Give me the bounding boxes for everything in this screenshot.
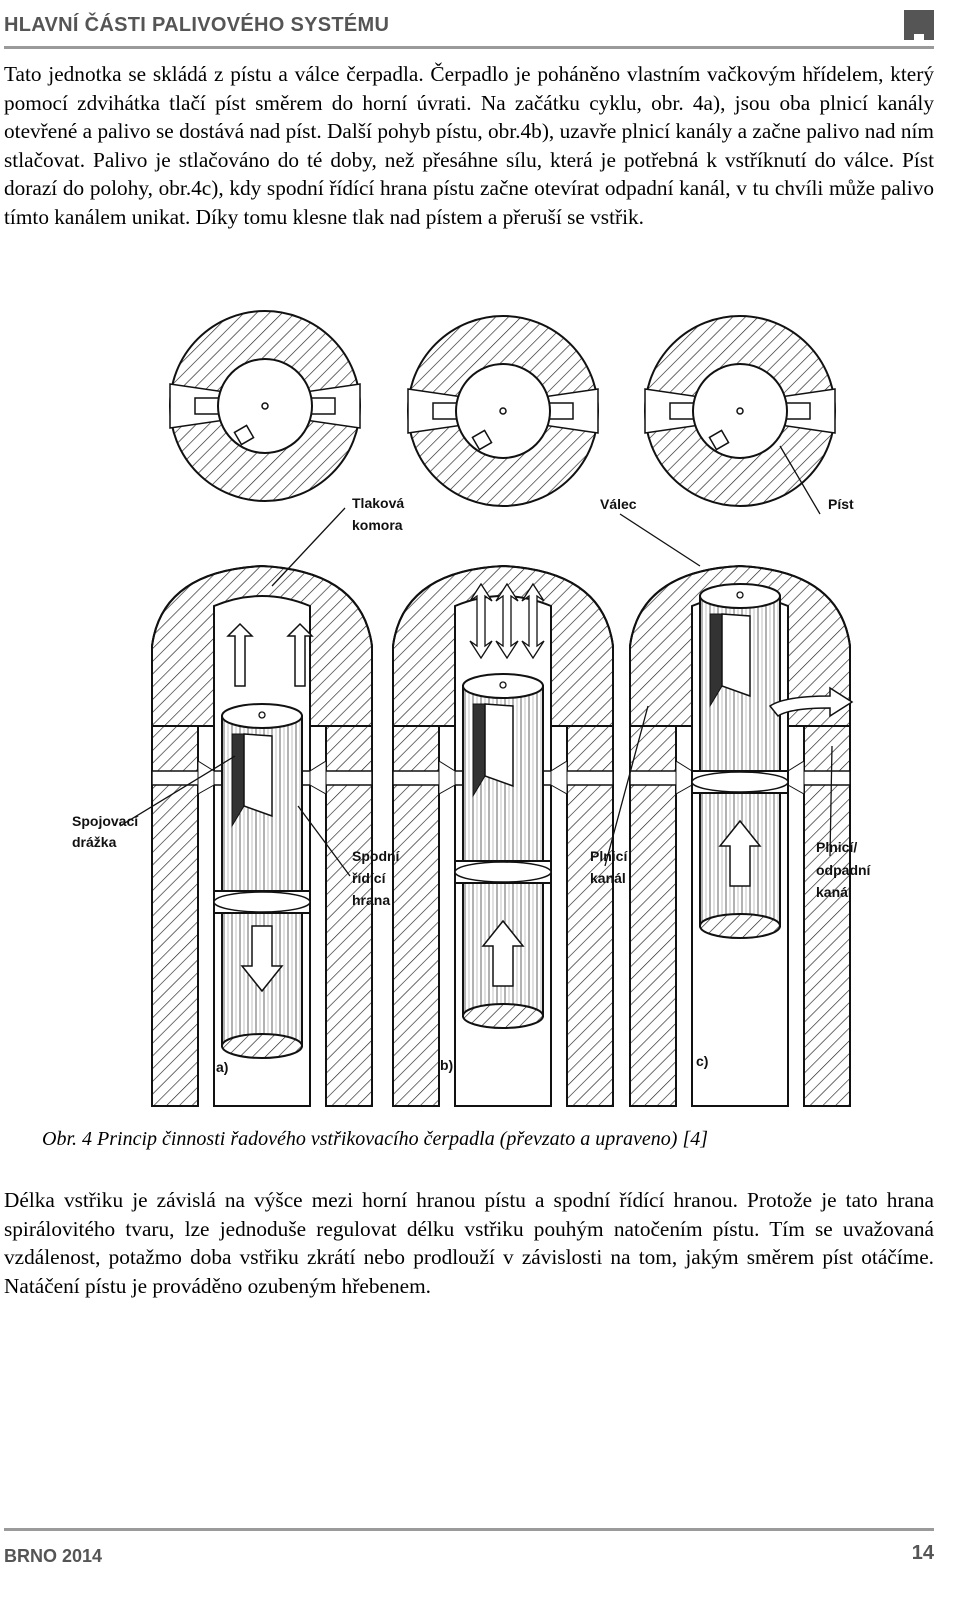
label-plnici-odpadni: Plnicí/ — [816, 839, 857, 855]
label-spodni: Spodní — [352, 848, 401, 864]
page-number: 14 — [911, 1542, 934, 1564]
label-tlakova: Tlaková — [352, 495, 404, 511]
label-kanal: kanál — [590, 870, 626, 886]
label-ridici: řídící — [352, 870, 387, 886]
pump-diagram: Tlaková komora Válec Píst Spojovací dráž… — [72, 310, 872, 1107]
label-a: a) — [216, 1059, 228, 1075]
top-view-c — [644, 315, 836, 507]
label-plnici: Plnicí — [590, 848, 628, 864]
top-view-a — [169, 310, 361, 502]
label-spojovaci: Spojovací — [72, 813, 139, 829]
logo-icon — [904, 10, 934, 40]
paragraph-intro: Tato jednotka se skládá z pístu a válce … — [4, 62, 934, 229]
page-header: HLAVNÍ ČÁSTI PALIVOVÉHO SYSTÉMU — [4, 10, 934, 50]
top-view-b — [407, 315, 599, 507]
header-title: HLAVNÍ ČÁSTI PALIVOVÉHO SYSTÉMU — [4, 14, 390, 36]
label-odpadni: odpadní — [816, 862, 872, 878]
label-drazka: drážka — [72, 834, 117, 850]
label-b: b) — [440, 1057, 453, 1073]
label-komora: komora — [352, 517, 403, 533]
paragraph-injection: Délka vstřiku je závislá na výšce mezi h… — [4, 1188, 934, 1298]
side-view-b — [392, 565, 614, 1107]
footer-divider — [4, 1528, 934, 1531]
side-view-a — [151, 565, 373, 1107]
footer-location: BRNO 2014 — [4, 1546, 103, 1566]
label-pist: Píst — [828, 496, 854, 512]
label-hrana: hrana — [352, 892, 390, 908]
leader-lines — [119, 445, 833, 877]
header-divider — [4, 46, 934, 49]
label-odpadni-kanal: kanál — [816, 884, 852, 900]
side-view-c — [629, 565, 854, 1107]
label-c: c) — [696, 1053, 708, 1069]
figure-caption: Obr. 4 Princip činnosti řadového vstřiko… — [42, 1128, 709, 1150]
label-valec: Válec — [600, 496, 637, 512]
pump-diagram-figure: Tlaková komora Válec Píst Spojovací dráž… — [40, 286, 908, 1116]
